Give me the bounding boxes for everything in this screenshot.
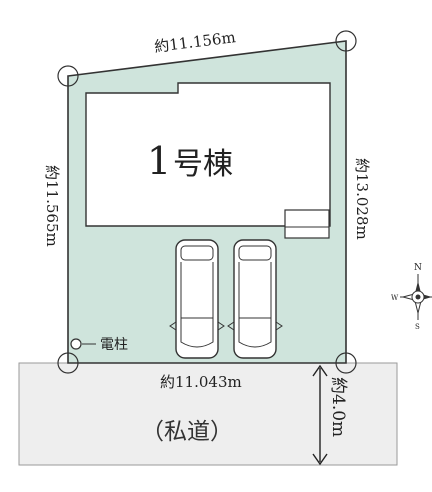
compass-north-label: N (414, 263, 422, 273)
utility-pole-symbol (70, 338, 82, 350)
corner-marker-bottom-left (57, 352, 79, 374)
building-label-number: 1 (147, 139, 171, 183)
car-parking-1 (169, 239, 225, 359)
dimension-right: 約13.028m (353, 158, 371, 240)
corner-marker-top-left (57, 65, 79, 87)
utility-pole-label: 電柱 (100, 337, 128, 353)
road-label: （私道） (141, 419, 233, 445)
road-width-arrow (312, 364, 328, 466)
compass-west-label: W (391, 294, 399, 302)
corner-marker-bottom-right (335, 352, 357, 374)
dimension-top: 約11.156m (153, 28, 236, 56)
building-label-text: 号棟 (173, 147, 233, 182)
compass-rose-icon (400, 274, 432, 320)
compass-south-label: S (415, 323, 420, 331)
dimension-road-width: 約4.0m (328, 377, 348, 437)
building-footprint (85, 82, 331, 227)
private-road (18, 362, 398, 466)
dimension-bottom: 約11.043m (160, 373, 242, 391)
dimension-left: 約11.565m (43, 165, 61, 247)
outdoor-unit (284, 209, 330, 239)
corner-marker-top-right (335, 30, 357, 52)
car-parking-2 (227, 239, 283, 359)
